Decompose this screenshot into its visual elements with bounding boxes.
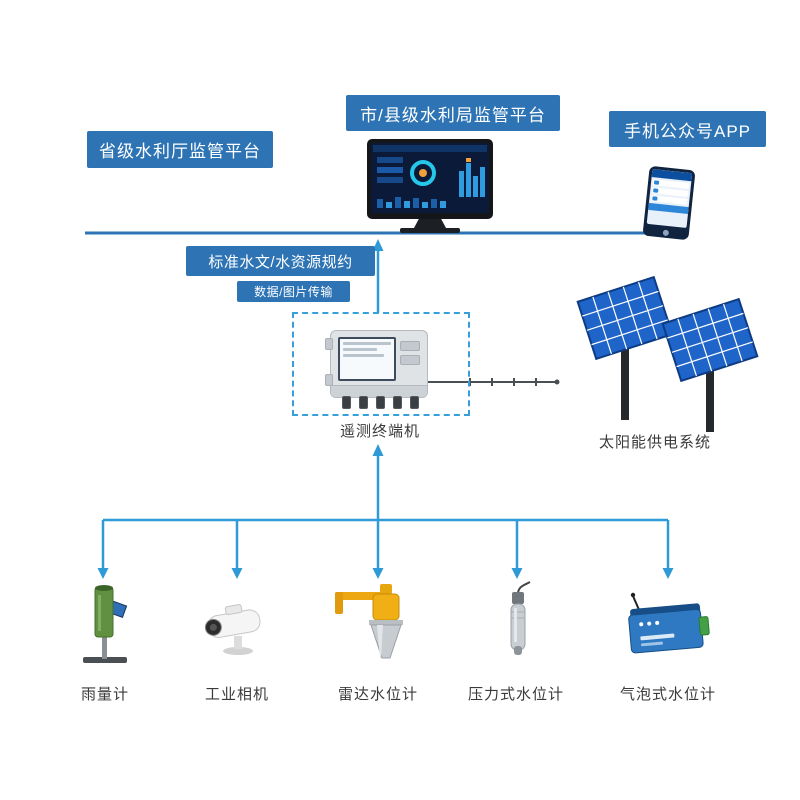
mobile-app-label: 手机公众号APP [609, 111, 766, 147]
telemetry-terminal-zone [292, 312, 470, 416]
phone-screen [646, 169, 693, 228]
city-platform-label: 市/县级水利局监管平台 [346, 95, 560, 131]
phone-home-button [662, 229, 670, 237]
transmission-label: 数据/图片传输 [237, 281, 350, 302]
telemetry-terminal-icon [325, 330, 428, 414]
solar-panels-icon [576, 275, 759, 432]
telemetry-terminal-label: 遥测终端机 [339, 423, 420, 440]
pressure-level-gauge-label: 压力式水位计 [467, 686, 564, 703]
radar-level-gauge-label: 雷达水位计 [337, 686, 418, 703]
rain-gauge-label: 雨量计 [80, 686, 129, 703]
dashboard-monitor-icon [367, 139, 493, 219]
rtu-enclosure [330, 330, 428, 398]
solar-system-label: 太阳能供电系统 [598, 434, 711, 451]
antenna-icon [428, 378, 560, 386]
provincial-platform-label: 省级水利厅监管平台 [87, 131, 273, 168]
monitor-stand [414, 219, 446, 228]
bubble-level-gauge-label: 气泡式水位计 [619, 686, 716, 703]
pressure-level-gauge-icon [510, 581, 531, 655]
smartphone-icon [642, 165, 696, 241]
rain-gauge-icon [83, 585, 128, 663]
rtu-screen [338, 337, 396, 381]
industrial-camera-label: 工业相机 [204, 686, 269, 703]
monitor-base [400, 228, 460, 233]
bubble-level-gauge-icon [628, 592, 710, 654]
protocol-label: 标准水文/水资源规约 [186, 246, 375, 276]
radar-level-gauge-icon [335, 584, 403, 659]
industrial-camera-icon [204, 604, 261, 655]
dashboard-screen [371, 143, 489, 213]
